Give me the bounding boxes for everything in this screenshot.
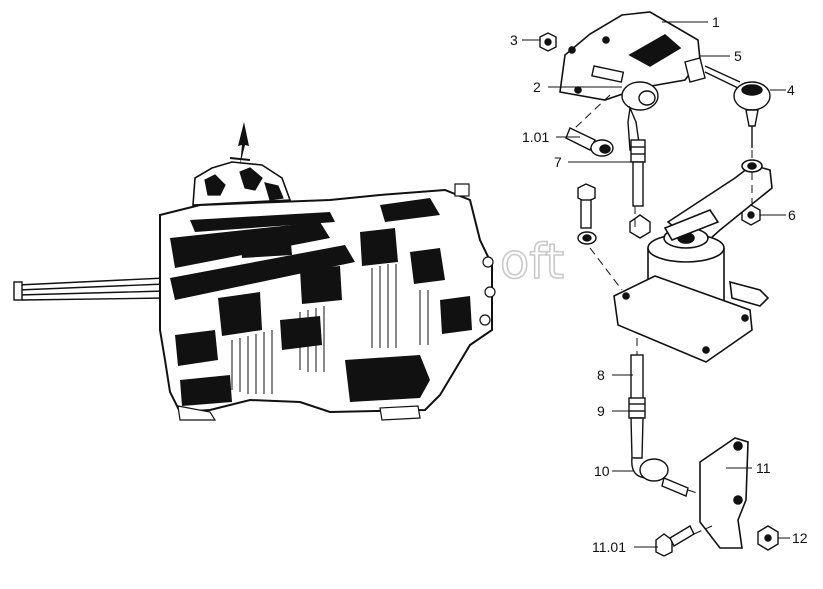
leader-lines bbox=[522, 21, 790, 548]
watermark-text: oft bbox=[500, 234, 564, 290]
callout-8: 8 bbox=[597, 367, 605, 383]
part-1-01-bolt bbox=[565, 127, 614, 157]
callout-11: 11 bbox=[756, 460, 771, 476]
direction-arrow-icon bbox=[238, 122, 249, 165]
part-8-shift-rod-lower bbox=[630, 354, 644, 401]
input-shaft bbox=[13, 277, 166, 301]
callout-6: 6 bbox=[788, 207, 796, 223]
part-bolt-washer bbox=[577, 183, 597, 245]
part-12-nut bbox=[757, 525, 779, 551]
gear-teeth bbox=[231, 264, 429, 394]
callout-10: 10 bbox=[594, 463, 610, 479]
part-11-01-bolt bbox=[655, 525, 695, 557]
callout-4: 4 bbox=[787, 82, 795, 98]
part-10-joint bbox=[630, 417, 689, 497]
part-11-bracket bbox=[699, 437, 749, 549]
assembly-lines bbox=[574, 94, 753, 535]
shift-tower-assembly bbox=[613, 159, 773, 363]
part-4-rod-end bbox=[733, 81, 771, 148]
callout-7: 7 bbox=[554, 154, 562, 170]
callout-labels: 1 2 3 4 5 6 7 8 9 10 11 12 1.01 11.01 bbox=[510, 14, 808, 555]
callout-1: 1 bbox=[712, 14, 720, 30]
part-7-shift-rod bbox=[630, 139, 646, 207]
callout-9: 9 bbox=[597, 403, 605, 419]
gear-sections bbox=[170, 198, 472, 406]
transmission-cutaway bbox=[13, 122, 496, 421]
callout-1-01: 1.01 bbox=[522, 129, 549, 145]
part-1-lever-bracket bbox=[559, 11, 701, 101]
part-nut-small bbox=[629, 214, 651, 239]
callout-5: 5 bbox=[734, 48, 742, 64]
callout-3: 3 bbox=[510, 32, 518, 48]
part-5-adjuster bbox=[684, 57, 741, 89]
callout-2: 2 bbox=[533, 79, 541, 95]
callout-11-01: 11.01 bbox=[592, 539, 626, 555]
callout-12: 12 bbox=[792, 530, 808, 546]
part-9-coupling bbox=[628, 397, 646, 419]
part-3-nut bbox=[539, 32, 557, 52]
